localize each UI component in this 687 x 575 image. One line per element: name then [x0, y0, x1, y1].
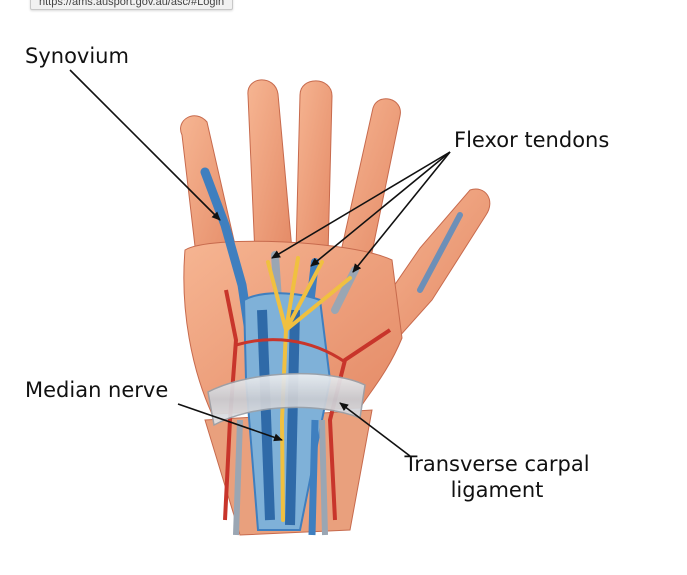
- flexor-tendon-pointer-2: [310, 151, 451, 267]
- ligament-label-line-1: Transverse carpal: [404, 452, 590, 476]
- flexor-tendon-pointer-1: [271, 151, 451, 259]
- transverse-carpal-ligament-label: Transverse carpal ligament: [397, 451, 597, 503]
- synovium-pointer: [69, 69, 221, 221]
- browser-status-url: https://ams.ausport.gov.au/asc/#Login: [30, 0, 234, 10]
- median-nerve-label: Median nerve: [25, 378, 169, 402]
- synovium-label: Synovium: [25, 44, 129, 68]
- flexor-tendon-pointer-3: [352, 151, 451, 273]
- ligament-pointer: [339, 402, 411, 457]
- ligament-label-line-2: ligament: [450, 478, 544, 502]
- median-nerve-pointer: [177, 403, 283, 442]
- leader-lines: [69, 69, 451, 457]
- flexor-tendons-label: Flexor tendons: [454, 128, 610, 152]
- hand-illustration: [180, 79, 491, 536]
